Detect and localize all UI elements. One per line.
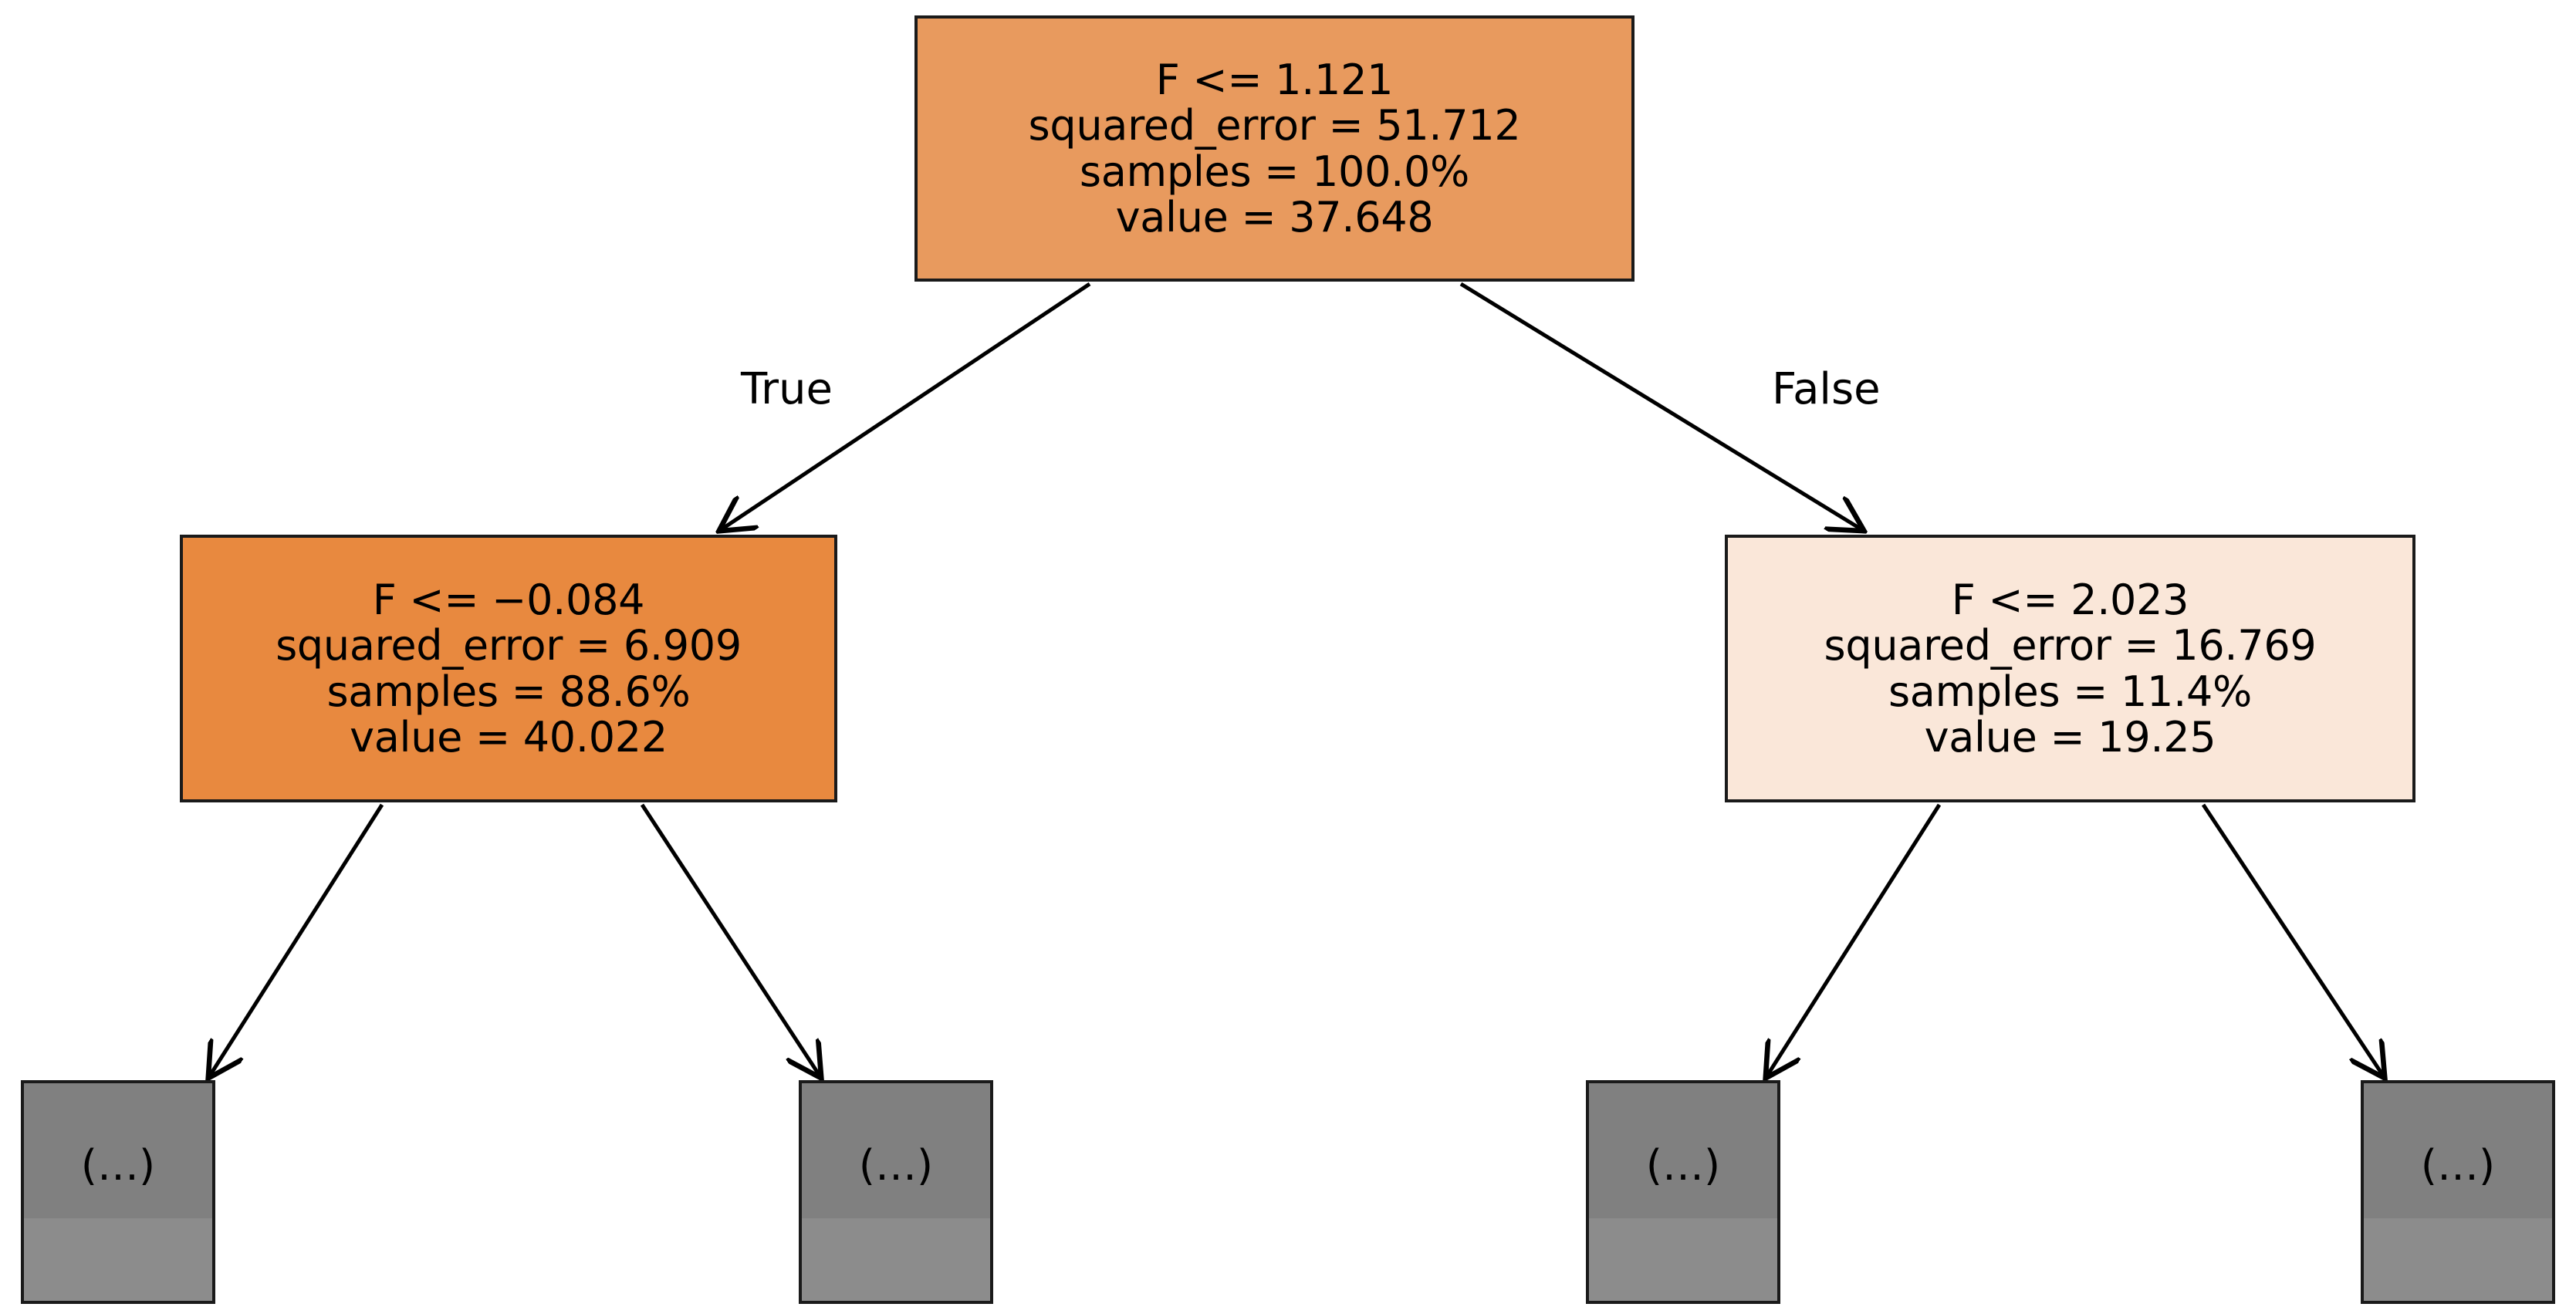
right-samples: samples = 11.4% <box>1888 667 2253 716</box>
leaf-ellipsis-label: (…) <box>2420 1141 2496 1190</box>
left-squared-error: squared_error = 6.909 <box>276 621 742 670</box>
root-squared-error: squared_error = 51.712 <box>1028 101 1521 150</box>
leaf-ellipsis-label: (…) <box>1645 1141 1721 1190</box>
root-condition: F <= 1.121 <box>1155 55 1394 104</box>
root-value: value = 37.648 <box>1115 192 1434 241</box>
right-condition: F <= 2.023 <box>1951 575 2189 624</box>
leaf-ellipsis-label: (…) <box>80 1141 156 1190</box>
tree-node-right-child[interactable]: F <= 2.023 squared_error = 16.769 sample… <box>1725 535 2415 802</box>
tree-node-root[interactable]: F <= 1.121 squared_error = 51.712 sample… <box>914 15 1635 282</box>
edge-right-to-leaf-2 <box>1767 803 1942 1076</box>
right-value: value = 19.25 <box>1924 712 2216 762</box>
tree-node-truncated-leaf[interactable]: (…) <box>799 1080 993 1304</box>
left-samples: samples = 88.6% <box>326 667 691 716</box>
left-value: value = 40.022 <box>350 712 668 762</box>
tree-node-truncated-leaf[interactable]: (…) <box>21 1080 215 1304</box>
edge-right-to-leaf-3 <box>2201 803 2383 1076</box>
tree-node-truncated-leaf[interactable]: (…) <box>1586 1080 1780 1304</box>
edge-label-false: False <box>1772 364 1881 414</box>
left-condition: F <= −0.084 <box>372 575 645 624</box>
edge-left-to-leaf-0 <box>210 803 384 1076</box>
edge-left-to-leaf-1 <box>640 803 820 1076</box>
edge-label-true: True <box>741 364 833 414</box>
leaf-ellipsis-label: (…) <box>858 1141 934 1190</box>
tree-node-left-child[interactable]: F <= −0.084 squared_error = 6.909 sample… <box>180 535 837 802</box>
right-squared-error: squared_error = 16.769 <box>1824 621 2317 670</box>
root-samples: samples = 100.0% <box>1079 147 1470 196</box>
tree-node-truncated-leaf[interactable]: (…) <box>2361 1080 2555 1304</box>
